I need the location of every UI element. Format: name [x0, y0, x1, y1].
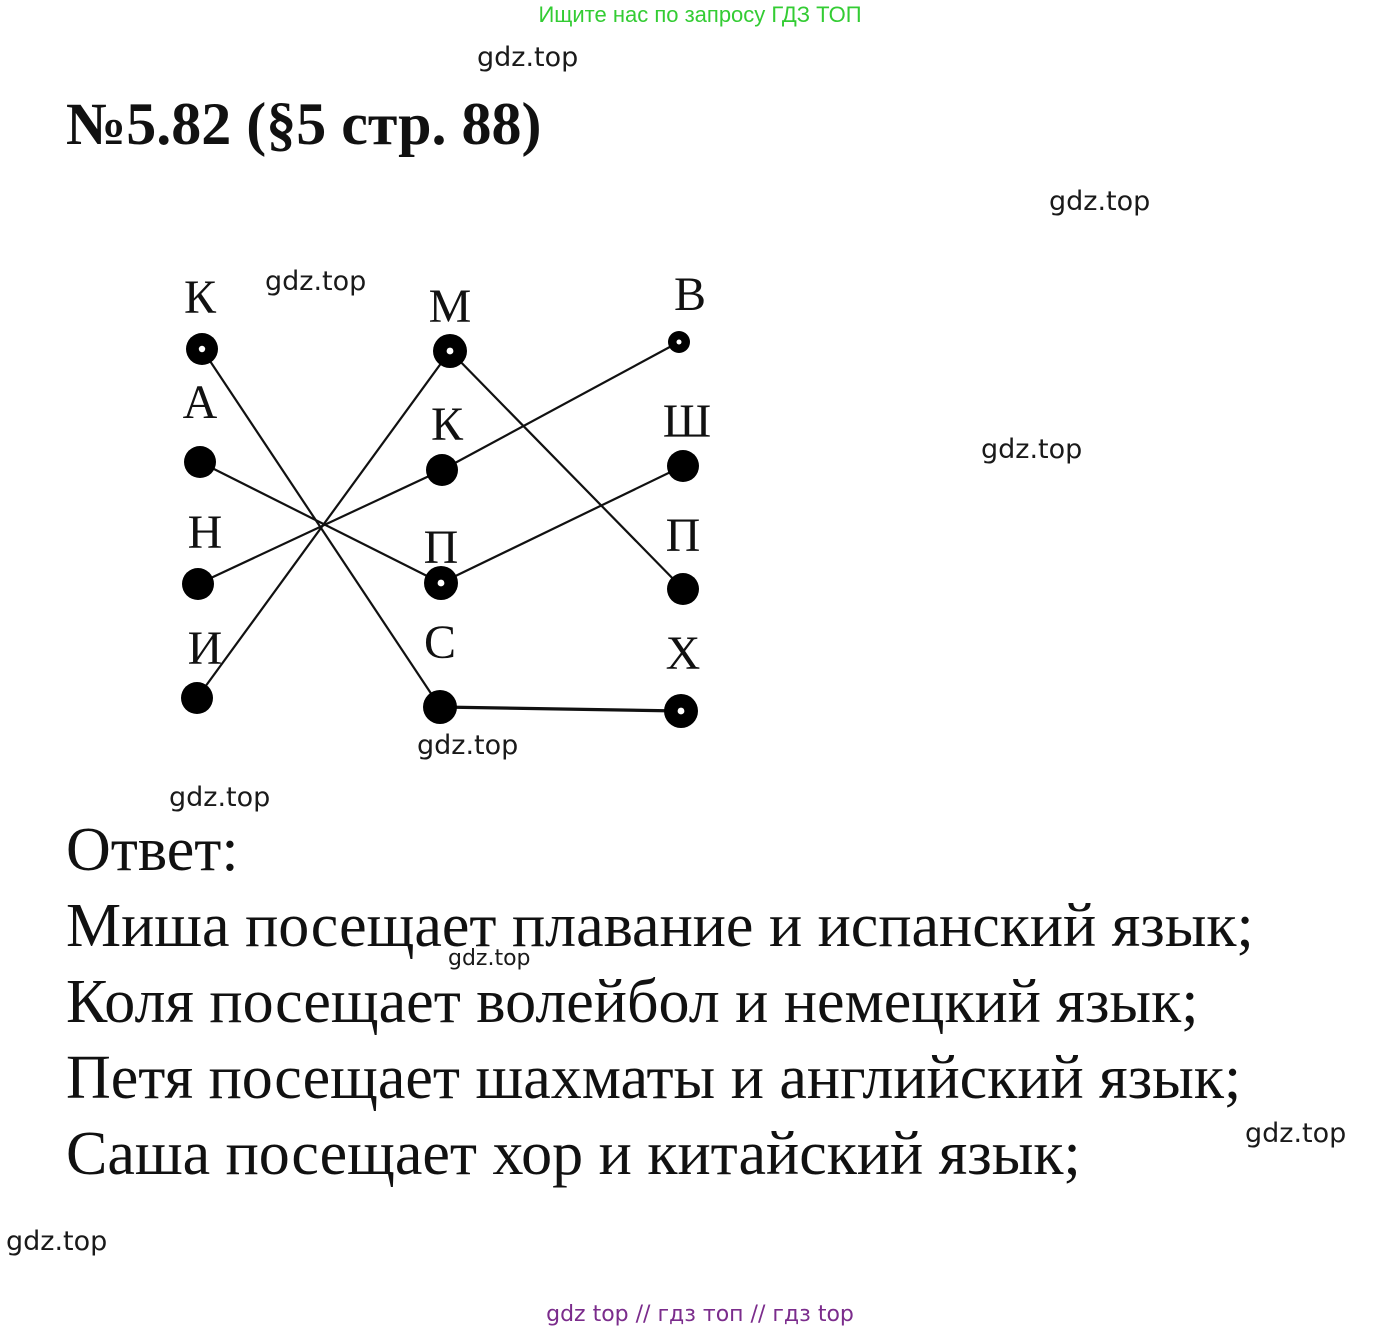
edge-n-k2	[197, 469, 443, 585]
node-i	[181, 682, 213, 714]
watermark: gdz.top	[477, 42, 579, 73]
node-label-p1: П	[424, 521, 459, 574]
node-h-center	[677, 707, 685, 715]
node-label-h: Х	[666, 627, 701, 680]
node-sh	[667, 450, 699, 482]
answer-line: Петя посещает шахматы и английский язык;	[66, 1044, 1242, 1112]
node-label-sh: Ш	[663, 395, 711, 448]
answer-line: Саша посещает хор и китайский язык;	[66, 1120, 1081, 1188]
edge-s-h	[439, 705, 682, 713]
node-label-v: В	[674, 268, 706, 321]
node-label-k2: К	[431, 398, 464, 451]
diagram-edges	[196, 341, 684, 713]
node-label-m: М	[429, 280, 472, 333]
node-p2	[667, 573, 699, 605]
node-p1-center	[437, 579, 445, 587]
edge-m-p2	[449, 350, 684, 590]
watermark: gdz.top	[448, 946, 531, 971]
watermark: gdz.top	[1245, 1118, 1347, 1149]
node-a	[184, 446, 216, 478]
answer-line: Миша посещает плавание и испанский язык;	[66, 892, 1254, 960]
node-k1-center	[198, 345, 206, 353]
edge-p1-sh	[440, 465, 684, 584]
node-m-center	[446, 347, 454, 355]
node-label-p2: П	[666, 509, 701, 562]
edge-a-p1	[199, 461, 442, 584]
edge-k2-v	[441, 341, 680, 471]
watermark: gdz.top	[1049, 186, 1151, 217]
watermark: gdz.top	[169, 782, 271, 813]
top-banner: Ищите нас по запросу ГДЗ ТОП	[538, 2, 862, 27]
node-label-k1: К	[184, 271, 217, 324]
node-s	[423, 690, 457, 724]
watermark: gdz.top	[6, 1226, 108, 1257]
edge-i-m	[196, 350, 451, 699]
node-n	[182, 568, 214, 600]
footer-links: gdz top // гдз топ // гдз top	[546, 1302, 854, 1327]
node-label-a: А	[183, 376, 218, 429]
answer-heading: Ответ:	[66, 816, 239, 884]
node-label-i: И	[188, 622, 223, 675]
watermark: gdz.top	[265, 266, 367, 297]
page-title: №5.82 (§5 стр. 88)	[66, 91, 542, 157]
answer-line: Коля посещает волейбол и немецкий язык;	[66, 968, 1199, 1036]
node-k2	[426, 454, 458, 486]
watermark: gdz.top	[417, 730, 519, 761]
node-label-n: Н	[188, 506, 223, 559]
watermark: gdz.top	[981, 434, 1083, 465]
node-v-center	[676, 339, 682, 345]
diagram-nodes	[181, 331, 699, 728]
node-label-s: С	[424, 616, 456, 669]
answer-block: Ответ: Миша посещает плавание и испански…	[66, 812, 1254, 1192]
